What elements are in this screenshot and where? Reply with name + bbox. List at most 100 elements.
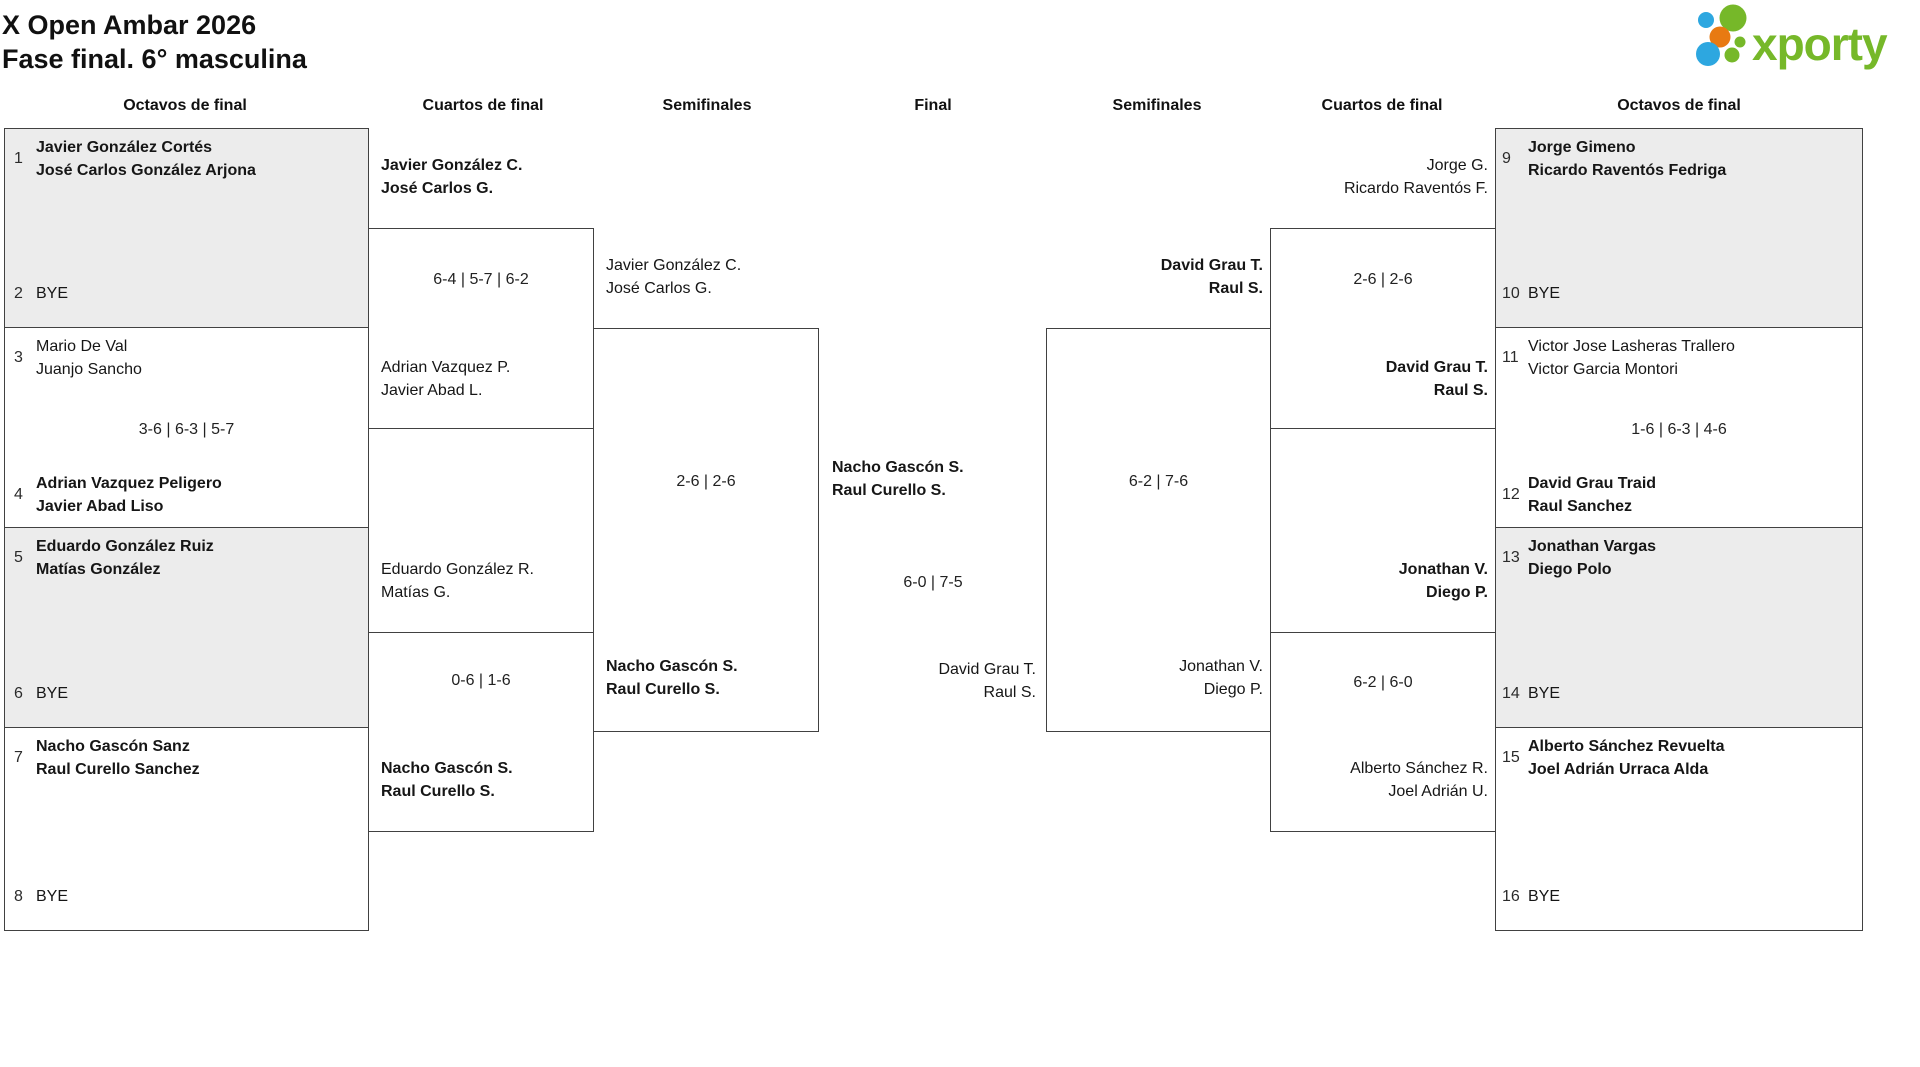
round-header-cuartos-right: Cuartos de final bbox=[1321, 97, 1443, 114]
seed-number: 13 bbox=[1502, 549, 1520, 566]
seed-number: 10 bbox=[1502, 284, 1520, 302]
team-name: Eduardo González R.Matías G. bbox=[381, 561, 534, 601]
match-box-rsf bbox=[1046, 328, 1271, 732]
match-score: 0-6 | 1-6 bbox=[451, 672, 511, 689]
team-slot-bye: 14 BYE bbox=[1502, 682, 1560, 705]
seed-number: 4 bbox=[14, 486, 23, 503]
match-score: 6-0 | 7-5 bbox=[903, 574, 963, 591]
match-score: 6-4 | 5-7 | 6-2 bbox=[433, 271, 529, 288]
seed-number: 12 bbox=[1502, 486, 1520, 503]
logo-dot-blue-big bbox=[1696, 42, 1720, 66]
logo-dot-orange bbox=[1709, 26, 1731, 48]
round-header-semis-left: Semifinales bbox=[662, 97, 752, 114]
match-box-rqf-2 bbox=[1270, 632, 1496, 832]
team-slot-bye: 8 BYE bbox=[14, 885, 68, 908]
team-name: Jonathan V.Diego P. bbox=[1398, 561, 1488, 601]
match-box-r16-2 bbox=[1495, 327, 1863, 528]
round-header-final: Final bbox=[914, 97, 952, 114]
seed-number: 6 bbox=[14, 684, 23, 702]
team-slot-bye: 16 BYE bbox=[1502, 885, 1560, 908]
team-name: David Grau T.Raul S. bbox=[1385, 359, 1488, 399]
round-header-octavos-right: Octavos de final bbox=[1617, 97, 1741, 114]
seed-number: 2 bbox=[14, 284, 23, 302]
logo-dot-green-big bbox=[1719, 4, 1747, 32]
team-name: David Grau T.Raul S. bbox=[938, 661, 1036, 701]
team-name: David Grau T.Raul S. bbox=[1160, 257, 1263, 297]
match-score: 6-2 | 6-0 bbox=[1353, 674, 1413, 691]
match-score: 2-6 | 2-6 bbox=[676, 473, 736, 490]
seed-number: 11 bbox=[1502, 349, 1519, 366]
match-box-lqf-2 bbox=[368, 632, 594, 832]
page-title: X Open Ambar 2026 Fase final. 6° masculi… bbox=[2, 8, 307, 76]
team-slot-bye: 2 BYE bbox=[14, 282, 68, 305]
seed-number: 7 bbox=[14, 749, 23, 766]
logo-dot-blue-small bbox=[1698, 12, 1714, 28]
match-box-l16-4 bbox=[4, 727, 369, 931]
team-name: Jonathan V.Diego P. bbox=[1179, 658, 1263, 698]
match-box-rqf-1 bbox=[1270, 228, 1496, 429]
team-name: Nacho Gascón S.Raul Curello S. bbox=[832, 459, 964, 499]
seed-number: 15 bbox=[1502, 749, 1520, 766]
team-name: BYE bbox=[1528, 685, 1561, 702]
match-score: 6-2 | 7-6 bbox=[1128, 473, 1189, 490]
team-name: Adrian Vazquez P.Javier Abad L. bbox=[381, 359, 511, 399]
logo-wordmark: xporty bbox=[1752, 18, 1888, 70]
bracket-subtitle: Fase final. 6° masculina bbox=[2, 44, 307, 74]
logo-dot-green-small bbox=[1724, 47, 1740, 63]
xporty-logo: xporty bbox=[1696, 4, 1889, 70]
seed-number: 3 bbox=[14, 349, 23, 366]
team-name: BYE bbox=[1528, 888, 1561, 905]
seed-number: 9 bbox=[1502, 150, 1511, 167]
team-name: BYE bbox=[1528, 285, 1561, 302]
round-header-octavos-left: Octavos de final bbox=[123, 97, 247, 114]
team-name: BYE bbox=[36, 888, 69, 905]
round-header-cuartos-left: Cuartos de final bbox=[422, 97, 544, 114]
match-box-l16-3 bbox=[4, 527, 369, 728]
logo-dot-green-tiny bbox=[1734, 36, 1746, 48]
seed-number: 14 bbox=[1502, 684, 1520, 702]
team-name: Nacho Gascón S.Raul Curello S. bbox=[606, 658, 738, 698]
match-box-lsf bbox=[593, 328, 819, 732]
match-score: 2-6 | 2-6 bbox=[1353, 271, 1413, 288]
match-box-r16-3 bbox=[1495, 527, 1863, 728]
seed-number: 8 bbox=[14, 887, 23, 905]
seed-number: 5 bbox=[14, 549, 23, 566]
team-name: BYE bbox=[36, 685, 69, 702]
team-name: BYE bbox=[36, 285, 69, 302]
seed-number: 1 bbox=[14, 150, 23, 167]
match-box-r16-4 bbox=[1495, 727, 1863, 931]
match-box-l16-1 bbox=[4, 128, 369, 328]
seed-number: 16 bbox=[1502, 887, 1520, 905]
round-header-semis-right: Semifinales bbox=[1112, 97, 1202, 114]
match-score: 1-6 | 6-3 | 4-6 bbox=[1631, 421, 1727, 438]
match-score: 3-6 | 6-3 | 5-7 bbox=[138, 421, 235, 438]
team-name: Nacho Gascón S.Raul Curello S. bbox=[381, 760, 513, 800]
team-name: Jorge G.Ricardo Raventós F. bbox=[1343, 157, 1488, 197]
team-slot-bye: 6 BYE bbox=[14, 682, 68, 705]
team-slot-bye: 10 BYE bbox=[1502, 282, 1560, 305]
match-box-lqf-1 bbox=[368, 228, 594, 429]
team-name: Javier González C.José Carlos G. bbox=[606, 257, 742, 297]
tournament-title: X Open Ambar 2026 bbox=[2, 10, 257, 40]
team-name: Alberto Sánchez R.Joel Adrián U. bbox=[1350, 760, 1488, 800]
